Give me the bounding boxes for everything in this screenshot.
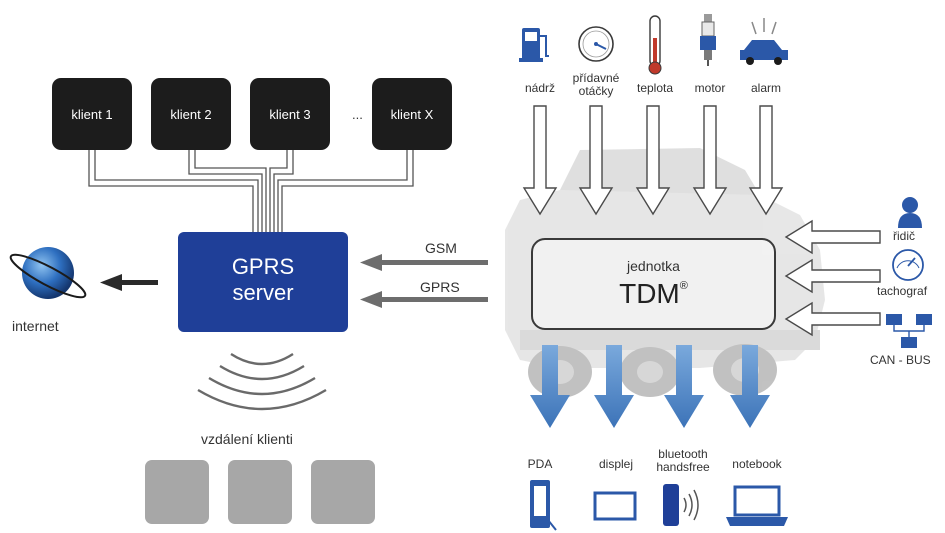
fuel-pump-icon	[519, 28, 549, 62]
side-label-driver: řidič	[893, 229, 916, 243]
internet-label: internet	[12, 318, 59, 334]
client-label: klient 2	[170, 106, 212, 122]
gprs-label: GPRS	[420, 279, 460, 295]
sensor-label-alarm: alarm	[750, 81, 781, 95]
server-label-line2: server	[232, 280, 294, 305]
output-label-display: displej	[598, 457, 634, 471]
tachograph-icon	[892, 249, 924, 281]
remote-client-box	[145, 460, 209, 524]
gprs-arrow	[360, 291, 488, 308]
client-label: klient X	[390, 106, 434, 122]
sensor-label-fuel: nádrž	[524, 81, 556, 95]
tdm-unit-box: jednotka TDM®	[531, 238, 776, 330]
client-label: klient 1	[71, 106, 113, 122]
server-label-line1: GPRS	[231, 254, 295, 279]
side-label-tachograph: tachograf	[877, 284, 928, 298]
gprs-server: GPRS server	[178, 232, 348, 332]
remote-client-box	[228, 460, 292, 524]
client-box-1: klient 1	[52, 78, 132, 150]
thermometer-icon	[648, 15, 662, 75]
wireless-waves-icon	[197, 352, 327, 411]
side-input-arrows	[784, 219, 881, 337]
car-alarm-icon	[740, 18, 788, 65]
unit-label: jednotka	[627, 258, 680, 274]
notebook-icon	[726, 485, 788, 526]
clients-ellipsis: ...	[352, 107, 363, 122]
client-box-x: klient X	[372, 78, 452, 150]
sensor-label-engine: motor	[694, 81, 726, 95]
remote-clients-label: vzdálení klienti	[201, 431, 293, 447]
remote-client-box	[311, 460, 375, 524]
client-box-3: klient 3	[250, 78, 330, 150]
unit-name-text: TDM	[619, 278, 680, 309]
sensor-arrows	[522, 105, 784, 216]
unit-name: TDM®	[533, 278, 774, 310]
client-box-2: klient 2	[151, 78, 231, 150]
client-wires	[88, 150, 414, 232]
sensor-label-rpm: přídavné otáčky	[572, 71, 620, 98]
sensor-label-temperature: teplota	[636, 81, 674, 95]
gsm-label: GSM	[425, 240, 457, 256]
output-label-bluetooth: bluetooth handsfree	[656, 447, 710, 474]
output-label-notebook: notebook	[732, 457, 782, 471]
driver-icon	[898, 197, 922, 228]
network-icon	[886, 314, 932, 348]
bluetooth-handsfree-icon	[663, 484, 699, 526]
internet-arrow	[100, 274, 158, 291]
gsm-arrow	[360, 254, 488, 271]
registered-mark: ®	[679, 280, 688, 292]
gauge-icon	[578, 26, 614, 62]
display-icon	[593, 491, 637, 521]
spark-plug-icon	[700, 14, 716, 66]
globe-icon	[9, 247, 87, 299]
pda-icon	[530, 480, 557, 531]
output-label-pda: PDA	[527, 457, 553, 471]
output-arrows	[530, 345, 770, 428]
side-label-canbus: CAN - BUS	[870, 353, 931, 367]
client-label: klient 3	[269, 106, 311, 122]
